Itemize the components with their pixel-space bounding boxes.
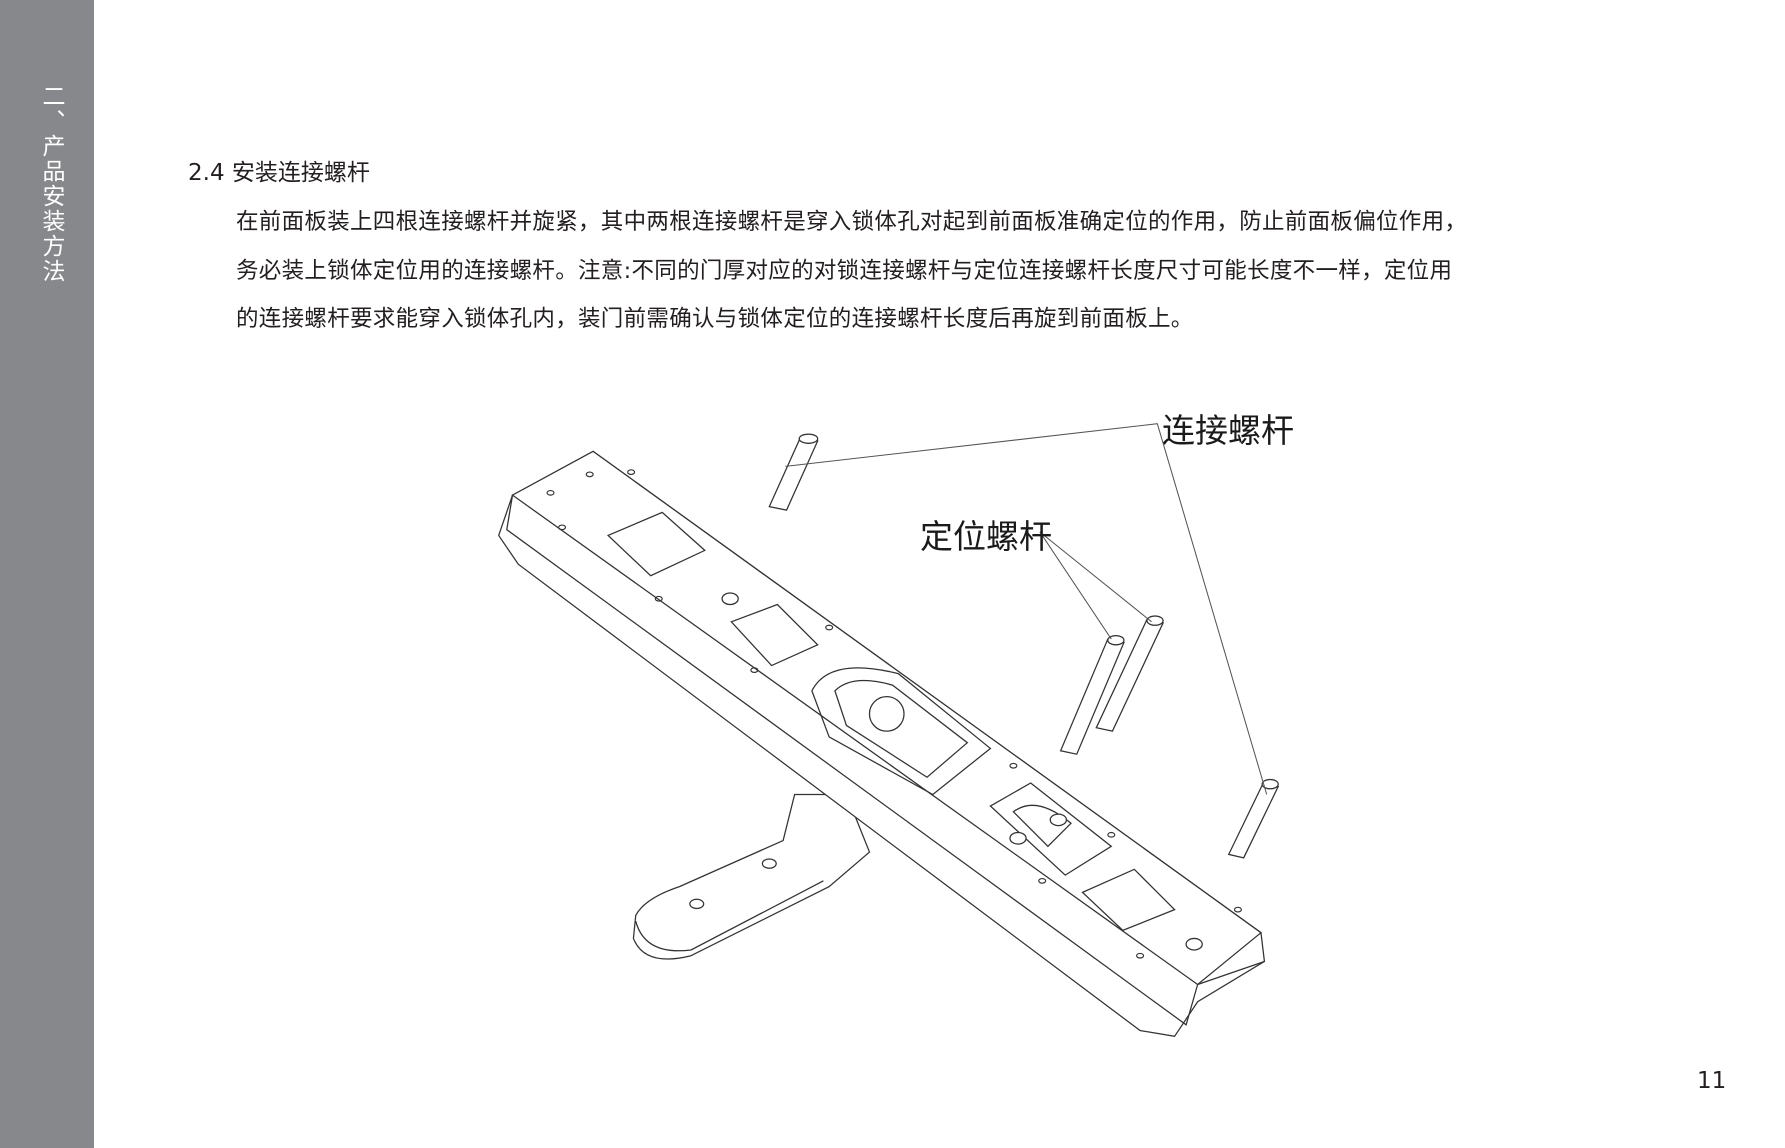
label-connecting-screw: 连接螺杆	[1162, 411, 1294, 450]
chapter-sidebar: 二、产品安装方法	[0, 0, 94, 1148]
section-title: 2.4 安装连接螺杆	[188, 160, 370, 186]
paragraph-line: 在前面板装上四根连接螺杆并旋紧，其中两根连接螺杆是穿入锁体孔对起到前面板准确定位…	[236, 209, 1468, 235]
leader-lines	[785, 423, 1268, 795]
chapter-title: 二、产品安装方法	[38, 84, 64, 284]
front-panel-drawing	[498, 450, 1266, 1038]
paragraph-line: 务必装上锁体定位用的连接螺杆。注意:不同的门厚对应的对锁连接螺杆与定位连接螺杆长…	[236, 257, 1453, 284]
screw-rods-drawing	[768, 433, 1280, 859]
instruction-paragraph: 在前面板装上四根连接螺杆并旋紧，其中两根连接螺杆是穿入锁体孔对起到前面板准确定位…	[236, 198, 1636, 344]
paragraph-line: 的连接螺杆要求能穿入锁体孔内，装门前需确认与锁体定位的连接螺杆长度后再旋到前面板…	[236, 306, 1194, 332]
handle-drawing	[632, 793, 871, 960]
label-positioning-screw: 定位螺杆	[920, 517, 1052, 556]
page-number: 11	[1697, 1068, 1727, 1094]
